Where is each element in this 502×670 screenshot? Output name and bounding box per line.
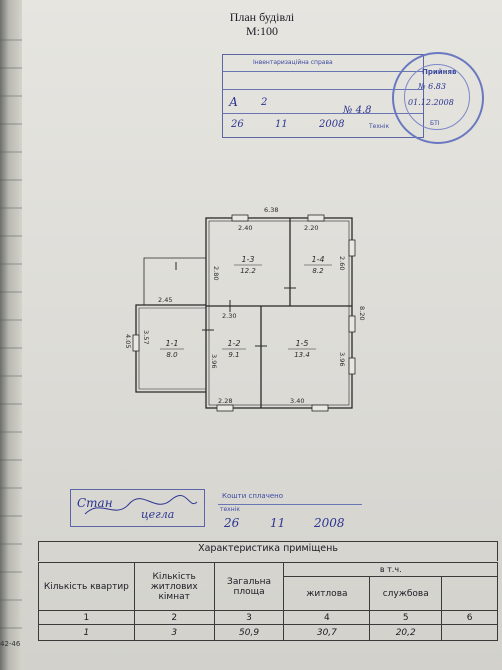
header-service-area: службова — [369, 576, 443, 611]
floor-plan: 6.38 2.40 2.20 2.80 2.60 8.20 4.05 2.45 … — [124, 206, 366, 412]
dim-left-top: 2.40 — [238, 224, 252, 232]
room-1-1-area: 8.0 — [166, 351, 178, 359]
plan-porch — [143, 257, 206, 305]
rooms-characteristics-table: Кількість квартир Кількість житлових кім… — [38, 562, 498, 641]
signature-scribble — [84, 495, 198, 515]
col-number-5: 5 — [369, 610, 443, 625]
value-apartments: 1 — [38, 624, 135, 641]
payment-year: 2008 — [314, 516, 345, 530]
room-1-3-area: 12.2 — [240, 267, 256, 275]
dim-top: 6.38 — [264, 206, 278, 214]
dim-room-1-2-top: 2.30 — [222, 312, 236, 320]
book-spine: 42-46 — [0, 0, 22, 670]
header-including: в т.ч. — [283, 562, 498, 577]
page-title: План будівлі М:100 — [22, 10, 502, 38]
registry-technician-label: Технік — [369, 123, 390, 130]
value-extra — [441, 624, 498, 641]
room-1-5-area: 13.4 — [294, 351, 310, 359]
registry-month: 11 — [275, 119, 288, 130]
dim-vert-13: 2.80 — [212, 266, 220, 280]
registry-area: № 4.8 — [343, 105, 372, 116]
header-living-area: житлова — [283, 576, 371, 611]
dim-bottom-left: 2.28 — [218, 397, 232, 405]
dim-left-full: 4.05 — [124, 334, 132, 348]
spine-ruled-lines — [0, 39, 22, 629]
accepted-ring-text: БТІ — [430, 120, 440, 127]
col-number-6: 6 — [441, 610, 498, 625]
plan-inner-wall — [208, 220, 350, 406]
table-caption: Характеристика приміщень — [198, 543, 338, 554]
room-1-2-id: 1-2 — [227, 339, 240, 348]
dim-bottom-right: 3.40 — [290, 397, 304, 405]
registry-letter: А — [229, 95, 239, 109]
col-number-2: 2 — [133, 610, 215, 625]
payment-stamp-title: Кошти сплачено — [222, 492, 284, 500]
margin-note: 42-46 — [0, 640, 21, 648]
header-extra — [441, 576, 498, 611]
dim-room-1-1-side: 3.57 — [142, 330, 150, 344]
registry-year: 2008 — [319, 119, 345, 130]
dim-room-1-5-side: 3.96 — [338, 352, 346, 366]
payment-day: 26 — [224, 516, 240, 530]
payment-month: 11 — [270, 516, 286, 530]
room-1-2-area: 9.1 — [228, 351, 239, 359]
accepted-round-stamp: Прийняв № 6.83 01.12.2008 БТІ — [392, 52, 484, 144]
material-stamp-line1: Стан — [77, 496, 113, 510]
room-1-5-id: 1-5 — [295, 339, 308, 348]
registry-stamp-header: Інвентаризаційна справа — [253, 59, 333, 66]
registry-number: 2 — [261, 97, 268, 108]
dim-right-full: 8.20 — [358, 306, 366, 320]
room-1-1-id: 1-1 — [165, 339, 178, 348]
col-number-3: 3 — [213, 610, 285, 625]
header-apartments: Кількість квартир — [38, 562, 135, 611]
plan-scale: М:100 — [245, 24, 278, 38]
table-row-numbers: 1 2 3 4 5 6 — [38, 610, 498, 625]
room-1-4-id: 1-4 — [311, 255, 324, 264]
value-living-rooms: 3 — [133, 624, 215, 641]
table-caption-frame — [38, 541, 498, 561]
plan-title: План будівлі — [229, 10, 295, 24]
room-1-3-id: 1-3 — [241, 255, 254, 264]
col-number-1: 1 — [38, 610, 135, 625]
dim-vert-14: 2.60 — [338, 256, 346, 270]
document-sheet: План будівлі М:100 Інвентаризаційна спра… — [22, 0, 502, 670]
registry-stamp: Інвентаризаційна справа А 2 № 4.8 26 11 … — [222, 54, 424, 138]
value-total-area: 50,9 — [213, 624, 285, 641]
dim-room-1-2-side: 3.96 — [210, 354, 218, 368]
col-number-4: 4 — [283, 610, 371, 625]
accepted-number: № 6.83 — [418, 82, 446, 91]
header-total-area: Загальна площа — [213, 562, 285, 611]
accepted-title: Прийняв — [422, 68, 457, 76]
header-living-rooms: Кількість житлових кімнат — [133, 562, 215, 611]
room-1-4-area: 8.2 — [312, 267, 324, 275]
payment-stamp-label: технік — [220, 506, 240, 513]
value-living-area: 30,7 — [283, 624, 371, 641]
value-service-area: 20,2 — [369, 624, 443, 641]
dim-room-1-1-top: 2.45 — [158, 296, 172, 304]
dim-right-top: 2.20 — [304, 224, 318, 232]
material-stamp: Стан цегла — [70, 489, 205, 527]
registry-day: 26 — [231, 119, 244, 130]
plan-wall-room-1-1 — [135, 304, 206, 393]
table-row: 1 3 50,9 30,7 20,2 — [38, 624, 498, 641]
plan-outer-wall — [205, 217, 353, 409]
payment-stamp: Кошти сплачено технік 26 11 2008 — [218, 492, 362, 530]
accepted-date: 01.12.2008 — [408, 98, 454, 107]
material-stamp-line2: цегла — [141, 508, 175, 521]
